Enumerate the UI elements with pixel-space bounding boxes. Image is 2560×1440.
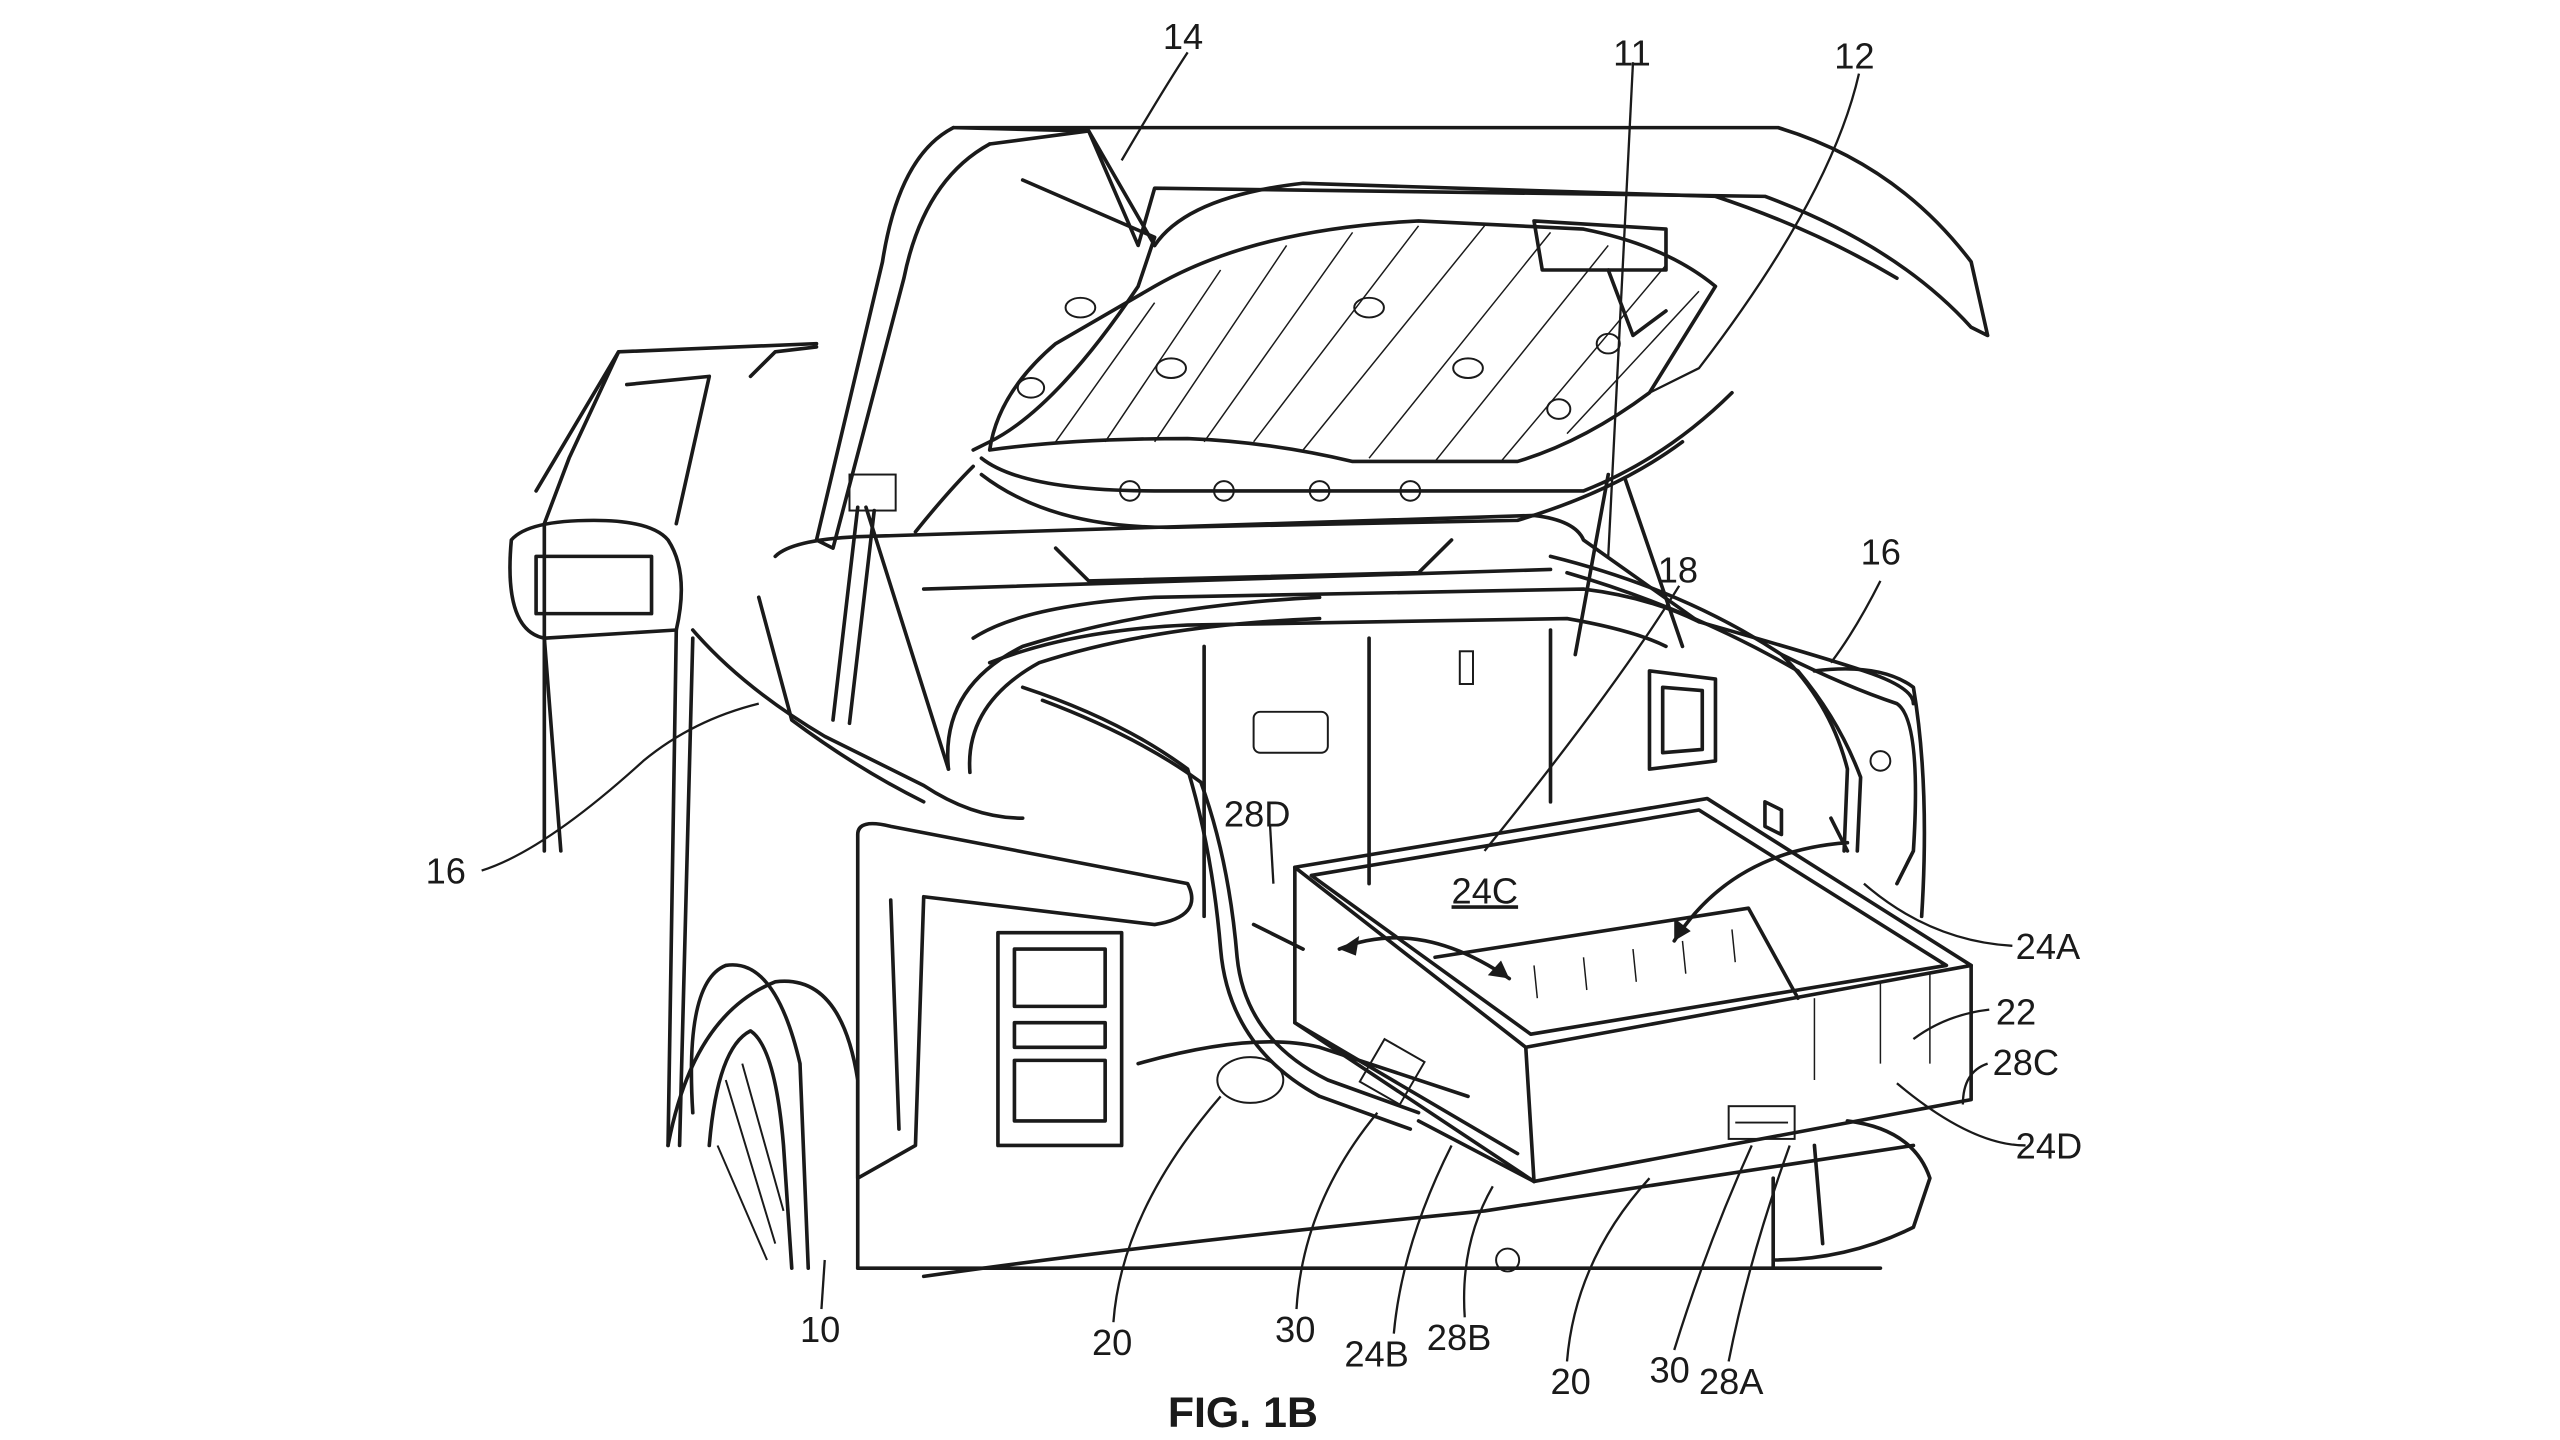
ref-30-right: 30 bbox=[1649, 1350, 1689, 1391]
storage-tray bbox=[1251, 796, 1973, 1184]
figure-caption: FIG. 1B bbox=[1168, 1389, 1318, 1437]
ref-16-right: 16 bbox=[1861, 532, 1901, 573]
lid-grommets bbox=[1016, 296, 1621, 420]
frunk-lid bbox=[814, 125, 1990, 550]
vehicle-cab bbox=[508, 341, 819, 1148]
headlamp bbox=[855, 821, 1194, 1180]
ref-28D: 28B bbox=[1427, 1317, 1492, 1358]
seal-cable bbox=[945, 554, 1863, 1131]
lid-edge-holes bbox=[1119, 480, 1422, 502]
ref-26: 24D bbox=[2016, 1126, 2083, 1167]
ref-18: 18 bbox=[1658, 550, 1698, 591]
ref-28B: 28C bbox=[1993, 1042, 2060, 1083]
ref-30-left: 30 bbox=[1275, 1309, 1315, 1350]
ref-14: 14 bbox=[1163, 16, 1203, 57]
left-fender bbox=[666, 595, 1025, 1270]
ref-24A: 22 bbox=[1996, 991, 2036, 1032]
ref-11: 11 bbox=[1613, 33, 1651, 74]
ref-12: 12 bbox=[1834, 36, 1874, 77]
ref-28C: 28D bbox=[1224, 793, 1291, 834]
ref-10: 10 bbox=[800, 1309, 840, 1350]
wheel-spokes bbox=[716, 1063, 785, 1261]
leader-lines bbox=[481, 51, 2026, 1362]
ref-24C: 24C bbox=[1452, 870, 1519, 911]
ref-22: 20 bbox=[1092, 1322, 1132, 1363]
ref-28A: 28A bbox=[1699, 1361, 1764, 1402]
ref-16-left: 16 bbox=[426, 851, 466, 892]
tray-floor-hatch bbox=[1533, 929, 1931, 1080]
reference-numerals: 14 11 12 18 16 16 28D 24C 24A 22 28C 24D… bbox=[426, 16, 2083, 1437]
hood-struts bbox=[831, 464, 1685, 771]
ref-20: 20 bbox=[1551, 1361, 1591, 1402]
lid-hatching bbox=[1055, 225, 1700, 462]
ref-24B: 24A bbox=[2016, 926, 2081, 967]
ref-24D: 24B bbox=[1344, 1333, 1409, 1374]
